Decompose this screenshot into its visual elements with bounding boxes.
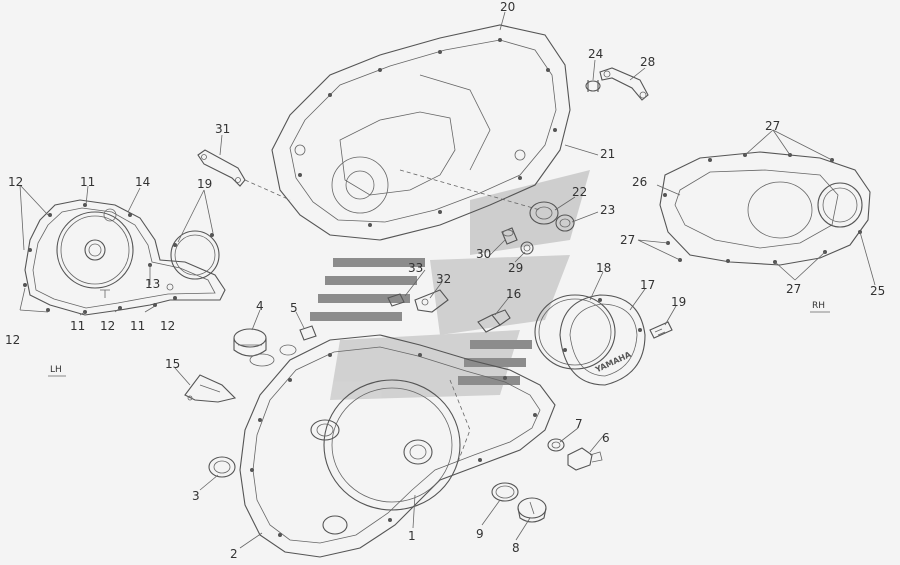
watermark-shape (430, 255, 570, 335)
watermark-bar (318, 294, 410, 303)
part-6-drain-bolt (567, 447, 603, 471)
side-label-rh: RH (812, 301, 825, 311)
callout-9: 9 (476, 527, 484, 541)
crankcase-cover-upper (271, 24, 571, 241)
watermark-logo (310, 170, 590, 400)
callout-11-bottom-b: 11 (130, 319, 145, 333)
callout-24: 24 (588, 47, 603, 61)
callout-6: 6 (602, 431, 610, 445)
callout-21: 21 (600, 147, 615, 161)
watermark-bar (470, 340, 532, 349)
watermark-bar (325, 276, 417, 285)
callout-11: 11 (80, 175, 95, 189)
part-30-dowel (501, 227, 518, 245)
part-32-bracket (414, 289, 449, 313)
callout-19-bolt: 19 (671, 295, 686, 309)
callout-14: 14 (135, 175, 150, 189)
callout-29: 29 (508, 261, 523, 275)
callout-26: 26 (632, 175, 647, 189)
callout-20: 20 (500, 0, 515, 14)
part-3-seal (208, 456, 236, 478)
callout-2: 2 (230, 547, 238, 561)
callout-27-bottom: 27 (786, 282, 801, 296)
watermark-bar (458, 376, 520, 385)
part-29-washer (520, 241, 534, 255)
callout-27-top: 27 (765, 119, 780, 133)
callout-19: 19 (197, 177, 212, 191)
callout-17: 17 (640, 278, 655, 292)
leader-lines (19, 11, 876, 549)
part-19-gasket-lh (170, 230, 220, 280)
part-31-bracket (197, 149, 291, 201)
part-15-clip (184, 374, 237, 403)
watermark-bar (310, 312, 402, 321)
part-23-o-ring (555, 214, 575, 232)
part-33-bolt (387, 293, 405, 307)
callout-4: 4 (256, 299, 264, 313)
part-17-cover-yamaha: YAMAHA (559, 294, 646, 386)
callout-27-left: 27 (620, 233, 635, 247)
part-18-gasket (534, 294, 616, 370)
callout-25: 25 (870, 284, 885, 298)
part-19-bolt (649, 321, 673, 339)
callout-1: 1 (408, 529, 416, 543)
rh-side-cover (659, 151, 871, 266)
callout-33: 33 (408, 261, 423, 275)
crankcase-cover-main (239, 334, 556, 558)
watermark-bar (333, 258, 425, 267)
callout-11-bottom-a: 11 (70, 319, 85, 333)
part-7-washer (547, 438, 565, 452)
callout-28: 28 (640, 55, 655, 69)
side-label-lh: LH (50, 365, 62, 375)
callout-30: 30 (476, 247, 491, 261)
part-5-plug (279, 325, 317, 356)
callout-12-bottom-a: 12 (100, 319, 115, 333)
watermark-bar (464, 358, 526, 367)
callout-12: 12 (8, 175, 23, 189)
callout-22: 22 (572, 185, 587, 199)
callout-16: 16 (506, 287, 521, 301)
lh-side-cover (23, 199, 226, 316)
callout-23: 23 (600, 203, 615, 217)
callout-32: 32 (436, 272, 451, 286)
part-28-bracket (599, 67, 649, 101)
part-16-fitting (477, 309, 511, 333)
part-9-o-ring (491, 482, 519, 502)
callout-labels: 20 24 28 31 21 12 11 14 19 22 23 26 27 2… (5, 0, 885, 561)
callout-5: 5 (290, 301, 298, 315)
side-labels: LH RH (48, 301, 830, 377)
callout-18: 18 (596, 261, 611, 275)
callout-8: 8 (512, 541, 520, 555)
part-24-bolt (585, 80, 601, 92)
callout-12-bottom-b: 12 (160, 319, 175, 333)
part-8-plug (517, 497, 547, 523)
callout-15: 15 (165, 357, 180, 371)
callout-3: 3 (192, 489, 200, 503)
part-22-seal (529, 201, 559, 225)
callout-7: 7 (575, 417, 583, 431)
callout-12-left: 12 (5, 333, 20, 347)
callout-31: 31 (215, 122, 230, 136)
part-4-filler-cap (233, 328, 275, 367)
callout-13: 13 (145, 277, 160, 291)
